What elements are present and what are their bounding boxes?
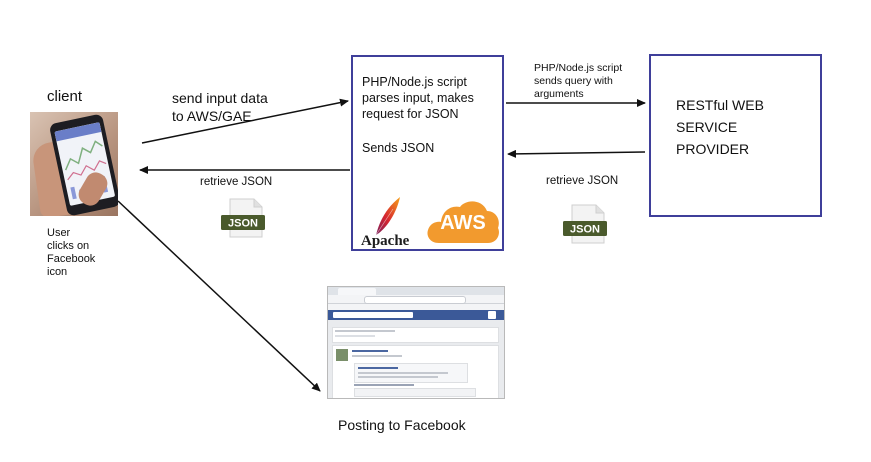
- arrow-client-to-script: [141, 98, 349, 144]
- aws-cloud-logo: [425, 196, 501, 251]
- script-description: PHP/Node.js script parses input, makes r…: [362, 75, 474, 121]
- arrow-service-to-script: [507, 149, 646, 158]
- facebook-caption: Posting to Facebook: [338, 417, 466, 433]
- web-service-provider-box: RESTful WEB SERVICE PROVIDER: [649, 54, 822, 217]
- apache-logo-text: Apache: [361, 233, 410, 249]
- client-caption: User clicks on Facebook icon: [47, 227, 96, 278]
- json-file-icon: JSON: [220, 198, 268, 238]
- facebook-logo-icon: [488, 311, 496, 319]
- facebook-page-screenshot: [327, 286, 505, 399]
- send-input-label: send input data to AWS/GAE: [172, 90, 268, 124]
- arrow-client-to-facebook: [117, 200, 321, 392]
- json-file-icon: JSON: [562, 204, 610, 244]
- apache-feather-icon: [373, 195, 403, 242]
- phone-in-hand-image: [30, 112, 118, 216]
- json-icon-text: JSON: [570, 224, 600, 236]
- service-provider-label: RESTful WEB SERVICE PROVIDER: [676, 97, 764, 157]
- retrieve-json-left-label: retrieve JSON: [200, 176, 273, 188]
- retrieve-json-right-label: retrieve JSON: [546, 175, 619, 187]
- script-server-box: PHP/Node.js script parses input, makes r…: [351, 55, 504, 251]
- query-label: PHP/Node.js script sends query with argu…: [534, 62, 623, 100]
- sends-json-label: Sends JSON: [362, 141, 435, 155]
- aws-logo-text: AWS: [440, 212, 486, 234]
- json-icon-text: JSON: [228, 218, 258, 230]
- client-label: client: [47, 88, 83, 105]
